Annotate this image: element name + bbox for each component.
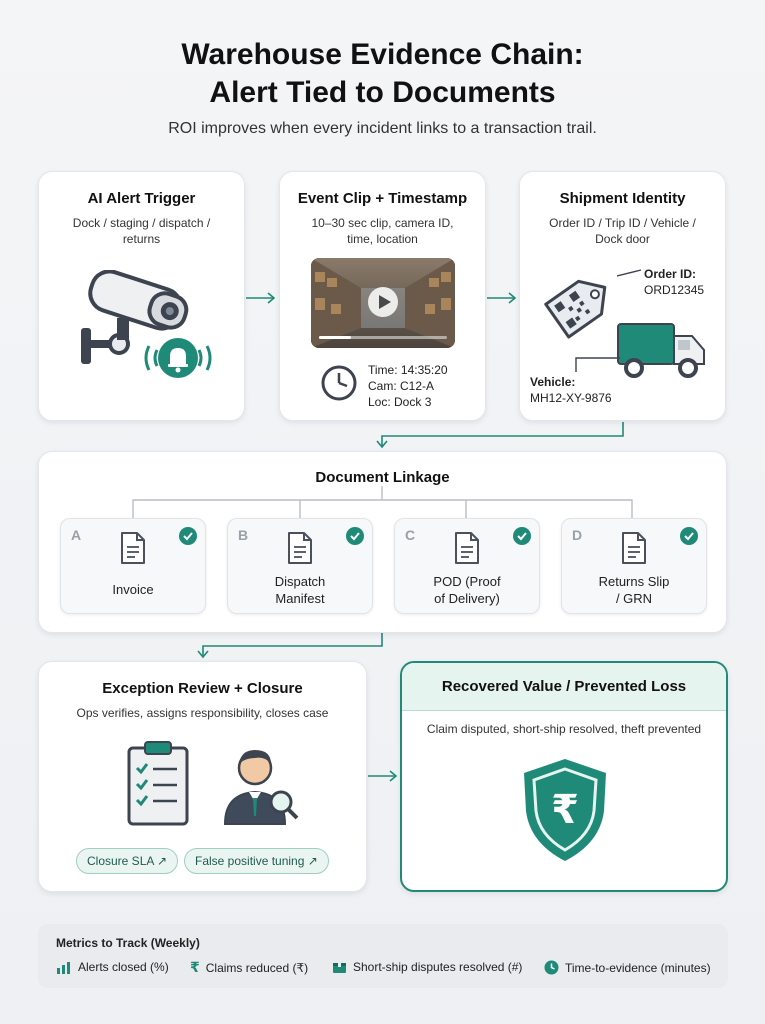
metric-short-ship: Short-ship disputes resolved (#) [332, 960, 522, 974]
document-label-line2: Manifest [275, 591, 325, 606]
document-label: Invoice [61, 581, 205, 598]
clip-meta: Time: 14:35:20 Cam: C12-A Loc: Dock 3 [368, 362, 448, 410]
document-letter: D [572, 527, 583, 543]
metric-time-to-evidence: Time-to-evidence (minutes) [544, 960, 711, 975]
document-label-line1: Invoice [112, 582, 154, 597]
check-circle-icon [179, 527, 197, 545]
metric-alerts-closed: Alerts closed (%) [56, 960, 169, 974]
false-positive-tuning-chip[interactable]: False positive tuning ↗ [184, 848, 329, 874]
document-letter: B [238, 527, 249, 543]
play-button-icon[interactable] [367, 286, 399, 318]
document-label-line2: of Delivery) [434, 591, 500, 606]
shield-rupee-icon [524, 759, 606, 861]
video-progress-fill [319, 336, 351, 339]
document-label: Returns Slip / GRN [562, 573, 706, 607]
metrics-title: Metrics to Track (Weekly) [56, 936, 200, 950]
document-card[interactable]: C POD (Proof of Delivery) [394, 518, 540, 614]
document-icon [121, 532, 145, 564]
vehicle-readout: Vehicle: MH12-XY-9876 [530, 374, 612, 406]
vehicle-value: MH12-XY-9876 [530, 391, 612, 405]
document-label-line1: Returns Slip [598, 574, 670, 589]
metric-claims-reduced: ₹ Claims reduced (₹) [190, 960, 308, 976]
truck-icon [617, 323, 705, 378]
rupee-icon: ₹ [190, 960, 200, 976]
reviewer-avatar-icon [223, 750, 299, 825]
closure-sla-chip[interactable]: Closure SLA ↗ [76, 848, 179, 874]
clip-location: Loc: Dock 3 [368, 395, 432, 409]
shipment-identity-card: Shipment Identity Order ID / Trip ID / V… [519, 171, 726, 421]
recovered-value-header: Recovered Value / Prevented Loss [402, 663, 726, 711]
recovered-value-desc: Claim disputed, short-ship resolved, the… [426, 722, 702, 736]
document-icon [455, 532, 479, 564]
document-label-line1: POD (Proof [433, 574, 501, 589]
bar-chart-icon [57, 962, 70, 974]
rupee-symbol: ₹ [551, 787, 579, 833]
title-line-2: Alert Tied to Documents [209, 76, 556, 109]
event-clip-card: Event Clip + Timestamp 10–30 sec clip, c… [279, 171, 486, 421]
page-title: Warehouse Evidence Chain: Alert Tied to … [0, 36, 765, 112]
page-subtitle: ROI improves when every incident links t… [168, 120, 597, 137]
event-clip-title: Event Clip + Timestamp [297, 190, 468, 207]
event-clip-desc: 10–30 sec clip, camera ID, time, locatio… [311, 216, 454, 246]
shipment-identity-title: Shipment Identity [559, 190, 686, 207]
check-circle-icon [680, 527, 698, 545]
clock-icon [321, 365, 357, 401]
metric-label: Alerts closed (%) [78, 960, 169, 974]
vehicle-pointer [575, 357, 620, 372]
metric-label: Time-to-evidence (minutes) [565, 960, 711, 975]
document-label-line2: / GRN [615, 591, 653, 606]
shipment-identity-desc: Order ID / Trip ID / Vehicle / Dock door [549, 216, 696, 246]
qr-tag-icon [544, 279, 607, 339]
box-icon [333, 963, 346, 973]
title-line-1: Warehouse Evidence Chain: [181, 38, 584, 71]
order-id-value: ORD12345 [644, 283, 705, 297]
document-linkage-title: Document Linkage [315, 469, 450, 486]
video-progress-track[interactable] [319, 336, 447, 339]
alert-trigger-desc: Dock / staging / dispatch / returns [72, 216, 211, 246]
order-pointer [617, 269, 642, 277]
metrics-panel: Metrics to Track (Weekly) [38, 924, 728, 988]
recovered-value-title: Recovered Value / Prevented Loss [441, 678, 687, 695]
order-id-label: Order ID: [644, 267, 697, 281]
document-card[interactable]: D Returns Slip / GRN [561, 518, 707, 614]
exception-review-desc: Ops verifies, assigns responsibility, cl… [76, 706, 329, 720]
alert-trigger-title: AI Alert Trigger [87, 190, 196, 207]
document-label-line1: Dispatch [274, 574, 326, 589]
metric-label: Short-ship disputes resolved (#) [353, 960, 523, 974]
cctv-camera-icon [81, 270, 189, 364]
order-id-readout: Order ID: ORD12345 [644, 266, 704, 298]
alert-bell-icon [144, 338, 212, 378]
check-circle-icon [513, 527, 531, 545]
vehicle-label: Vehicle: [530, 375, 576, 389]
document-card[interactable]: A Invoice [60, 518, 206, 614]
exception-review-title: Exception Review + Closure [102, 680, 303, 697]
document-letter: A [71, 527, 82, 543]
video-player[interactable] [311, 258, 455, 348]
clip-time: Time: 14:35:20 [368, 363, 448, 377]
clock-icon [544, 960, 559, 975]
alert-trigger-card: AI Alert Trigger Dock / staging / dispat… [38, 171, 245, 421]
document-letter: C [405, 527, 416, 543]
clip-camera: Cam: C12-A [368, 379, 435, 393]
recovered-value-card: Recovered Value / Prevented Loss Claim d… [400, 661, 728, 892]
checklist-clipboard-icon [127, 741, 189, 826]
metric-label: Claims reduced (₹) [205, 961, 309, 975]
document-label: POD (Proof of Delivery) [395, 573, 539, 607]
check-circle-icon [346, 527, 364, 545]
document-icon [622, 532, 646, 564]
document-icon [288, 532, 312, 564]
